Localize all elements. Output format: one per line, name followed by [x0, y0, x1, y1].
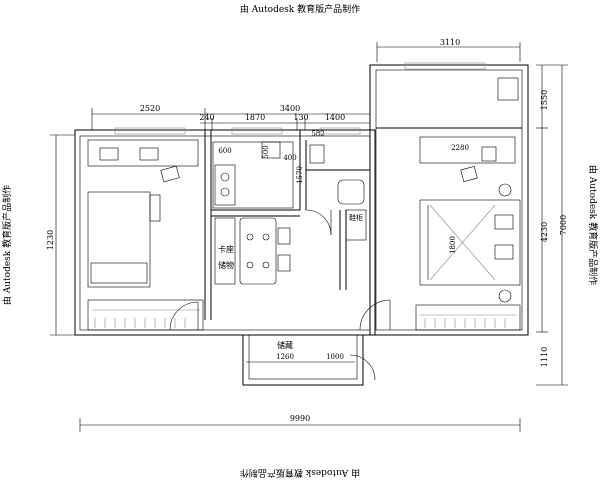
- dim-2280: 2280: [451, 144, 469, 152]
- dim-582: 582: [311, 130, 324, 138]
- left-bedroom: [87, 139, 204, 331]
- dim-3400: 3400: [280, 104, 300, 113]
- balcony-label: 储藏: [277, 340, 293, 350]
- card-seat-label: 卡座: [218, 244, 234, 254]
- dim-240: 240: [199, 113, 214, 122]
- dim-1800: 1800: [449, 236, 457, 254]
- storage-label: 储物: [218, 260, 234, 270]
- dim-1870: 1870: [245, 113, 265, 122]
- dimension-left: 1230: [46, 134, 75, 336]
- dim-1230: 1230: [46, 230, 55, 250]
- dim-1400: 1400: [325, 113, 345, 122]
- dim-1110: 1110: [540, 347, 549, 367]
- dim-130: 130: [293, 113, 308, 122]
- dim-9990: 9990: [290, 414, 310, 423]
- windows: [114, 62, 486, 135]
- bathroom: [305, 144, 365, 236]
- watermark-right: 由 Autodesk 教育版产品制作: [587, 165, 599, 285]
- dim-7000: 7000: [559, 215, 568, 235]
- watermark-top: 由 Autodesk 教育版产品制作: [240, 3, 360, 15]
- wardrobe-hatch: [94, 318, 506, 328]
- kitchen: 600 500 400 582 1570: [212, 130, 325, 209]
- dim-400: 400: [283, 154, 296, 162]
- dimension-bottom: 9990: [79, 414, 521, 432]
- dining-area: 卡座 储物: [214, 217, 291, 285]
- dim-1260: 1260: [276, 353, 294, 361]
- shoe-cabinet: 鞋柜: [345, 209, 367, 241]
- dim-1000: 1000: [326, 353, 344, 361]
- dim-3110: 3110: [440, 38, 460, 47]
- dim-4230: 4230: [540, 222, 549, 242]
- right-bedroom: 2280 1800: [415, 77, 521, 331]
- dim-1570: 1570: [296, 166, 304, 184]
- balcony: 储藏 1260 1000: [246, 340, 355, 363]
- dimension-top-right: 3110: [376, 38, 521, 62]
- dim-1550: 1550: [540, 90, 549, 110]
- dim-600: 600: [218, 147, 231, 155]
- watermark-left: 由 Autodesk 教育版产品制作: [1, 185, 13, 305]
- dimension-right: 1550 4230 7000 1110: [536, 64, 568, 386]
- dim-500: 500: [262, 145, 270, 158]
- shoe-cabinet-label: 鞋柜: [349, 213, 363, 222]
- watermark-bottom: 由 Autodesk 教育版产品制作: [240, 467, 360, 479]
- dimension-top-lower: 240 1870 130 1400: [199, 113, 370, 130]
- dim-2520: 2520: [140, 104, 160, 113]
- doors: [169, 299, 391, 381]
